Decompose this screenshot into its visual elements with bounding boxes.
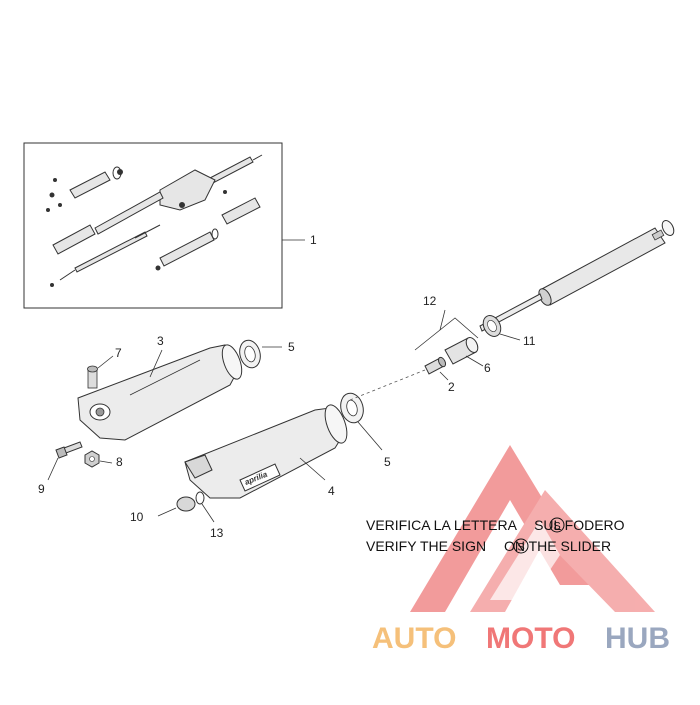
label-part-9: 9 — [38, 482, 45, 496]
note-line-2: VERIFY THE SIGN ON THE SLIDER — [366, 538, 611, 554]
label-part-5a: 5 — [288, 340, 295, 354]
label-part-3: 3 — [157, 334, 164, 348]
label-part-4: 4 — [328, 484, 335, 498]
part-12-damper-assembly — [479, 220, 675, 332]
label-part-13: 13 — [210, 526, 224, 540]
part-6-sleeve — [444, 337, 479, 365]
brand-part-3: HUB — [605, 622, 670, 655]
watermark-logo-mark — [410, 445, 655, 612]
sign-circle-1 — [549, 517, 565, 533]
brand-part-1: AUTO — [372, 622, 456, 655]
label-part-10: 10 — [130, 510, 144, 524]
assembly-inset — [23, 142, 283, 309]
brand-part-2: MOTO — [486, 622, 575, 655]
sign-letter-1: S — [553, 521, 560, 533]
label-part-2: 2 — [448, 380, 455, 394]
part-11-bushing — [482, 315, 502, 337]
label-part-11: 11 — [523, 334, 536, 348]
part-13-washer — [195, 491, 205, 505]
sign-circle-2 — [513, 538, 529, 554]
label-part-6: 6 — [484, 361, 491, 375]
watermark-brand: AUTO MOTO HUB — [372, 622, 670, 655]
part-3-slider — [77, 344, 243, 441]
part-10-cap — [176, 496, 196, 512]
part-7-bolt — [87, 365, 98, 389]
part-2-pin — [424, 356, 447, 375]
label-part-5b: 5 — [384, 455, 391, 469]
label-part-12: 12 — [423, 294, 437, 308]
note-line-1: VERIFICA LA LETTERA SUL FODERO — [366, 517, 625, 533]
label-part-1: 1 — [310, 233, 317, 247]
verify-note: VERIFICA LA LETTERA SUL FODERO S VERIFY … — [366, 517, 625, 554]
sign-letter-2: S — [517, 542, 524, 554]
label-part-8: 8 — [116, 455, 123, 469]
part-9-screw — [55, 441, 83, 459]
label-part-7: 7 — [115, 346, 122, 360]
part-4-slider: aprilia — [184, 404, 348, 499]
